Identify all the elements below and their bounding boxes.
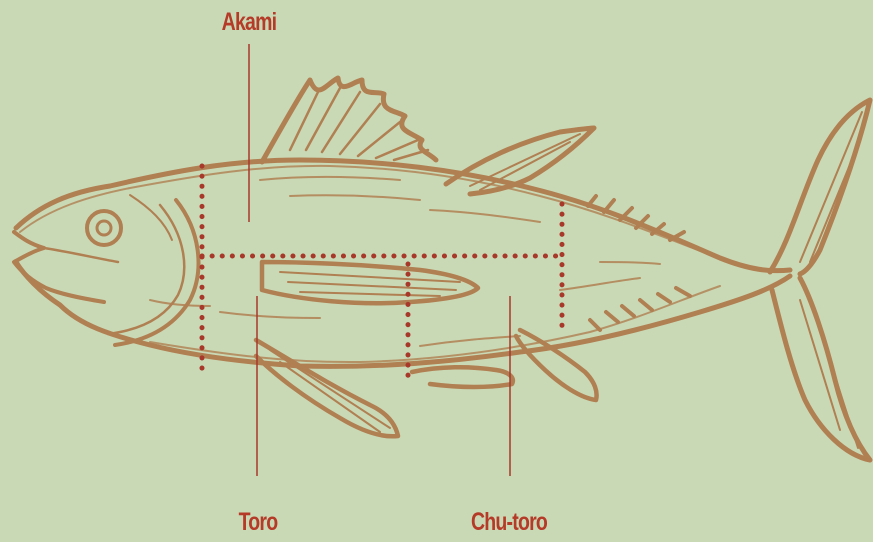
gill-line-3 <box>130 195 172 240</box>
eye-inner <box>97 221 111 235</box>
dorsal-fin-rays <box>290 88 428 160</box>
pectoral-fin-rays <box>280 272 460 296</box>
chutoro-label: Chu-toro <box>458 508 559 537</box>
jaw-line <box>44 248 118 262</box>
gill-line-1 <box>115 200 198 345</box>
bottom-finlets <box>590 288 690 330</box>
tuna-fish-illustration <box>14 78 870 460</box>
akami-label: Akami <box>212 8 287 37</box>
top-finlets <box>588 196 684 240</box>
eye-outer <box>87 211 121 245</box>
anal-fin <box>412 367 513 387</box>
toro-label: Toro <box>224 508 291 537</box>
mouth <box>14 232 104 302</box>
body-outline <box>16 160 790 366</box>
dorsal-fin <box>262 78 436 162</box>
